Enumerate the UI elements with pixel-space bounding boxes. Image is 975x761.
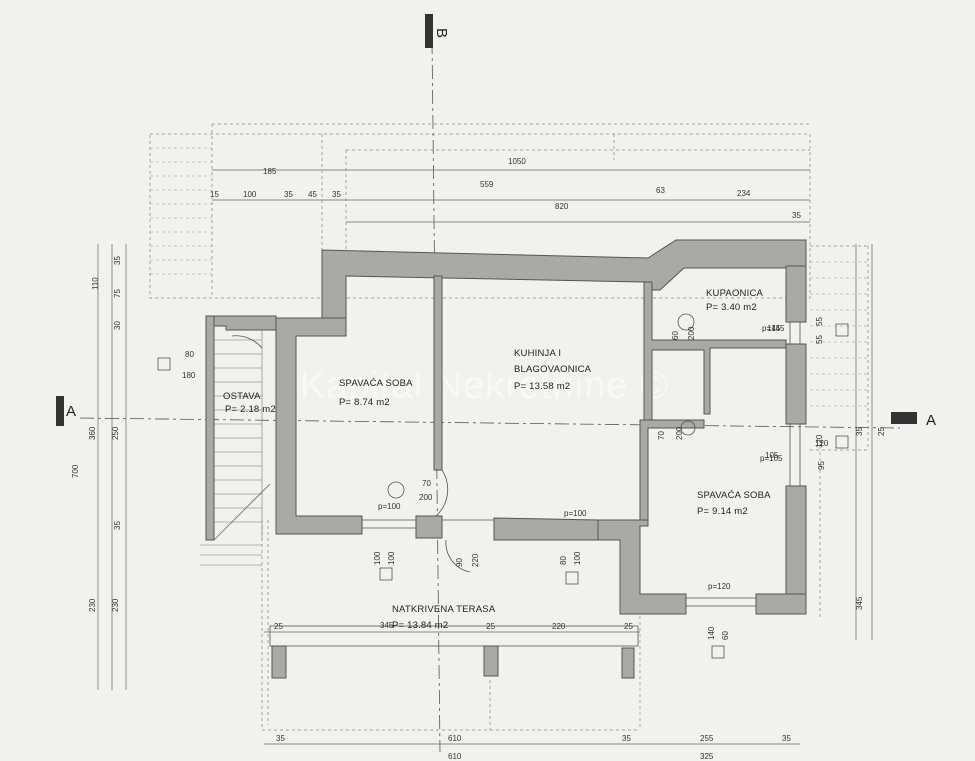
roof-outline	[149, 123, 869, 731]
bedroom1-area: P= 8.74 m2	[339, 397, 390, 408]
dim-terrace-2: 220	[552, 622, 566, 631]
dim-right-3: 120	[815, 434, 824, 448]
kuh-door-h: 200	[675, 426, 684, 440]
dim-left-6: 30	[113, 321, 122, 330]
watermark-text: Kapital Nekretnine ©	[300, 365, 669, 407]
sob1-door-h: 200	[419, 493, 433, 502]
section-line-a: A A	[56, 396, 936, 429]
sob2-bottom-win-p: p=120	[708, 582, 731, 591]
dim-left-9: 230	[111, 598, 120, 612]
kuh-win-h: 100	[573, 551, 582, 565]
dim-left-1: 360	[88, 426, 97, 440]
dim-top-r2-6: 35	[792, 211, 801, 220]
dim-top-r2-5: 820	[555, 202, 569, 211]
dim-left-8: 230	[88, 598, 97, 612]
dim-right-5: 35	[855, 427, 864, 436]
terrace-area: P= 13.84 m2	[392, 620, 448, 631]
section-b-label: B	[433, 28, 450, 38]
right-dimensions: 145 55 55 120 105 35 345 25	[765, 317, 886, 610]
dim-top-r1-2: 63	[656, 186, 665, 195]
kup-win-p: p=145	[762, 324, 785, 333]
kuh-door-w: 70	[657, 431, 666, 440]
kup-door-w: 60	[671, 331, 680, 340]
dim-terrace-1: 25	[486, 622, 495, 631]
dim-terrace-4: 345	[380, 621, 394, 630]
dim-right-7: 25	[877, 427, 886, 436]
kup-door-h: 200	[687, 326, 696, 340]
dim-bottom-r2-1: 325	[700, 752, 714, 761]
terrace-name: NATKRIVENA TERASA	[392, 604, 496, 615]
dim-bottom-r1-4: 35	[782, 734, 791, 743]
dim-left-7: 35	[113, 521, 122, 530]
dim-top-r2-4: 35	[332, 190, 341, 199]
section-a-right-label: A	[926, 412, 936, 429]
openings	[157, 313, 849, 659]
sob2-bottom-win-w: 140	[707, 626, 716, 640]
dim-bottom-r1-3: 255	[700, 734, 714, 743]
dim-top-r1-3: 234	[737, 189, 751, 198]
opening-dimensions: 80 180 70 200 p=100 60 200 70 200 p=105 …	[182, 324, 829, 640]
entry-door-h: 220	[471, 553, 480, 567]
bedroom1-name: SPAVAĆA SOBA	[339, 378, 413, 389]
dimension-lines	[97, 169, 873, 745]
entry-door-w: 90	[455, 558, 464, 567]
sob2-bottom-win-h: 60	[721, 631, 730, 640]
dim-bottom-r1-1: 610	[448, 734, 462, 743]
stairs	[200, 330, 271, 566]
dim-bottom-r1-0: 35	[276, 734, 285, 743]
dim-top-r2-3: 45	[308, 190, 317, 199]
dim-right-6: 345	[855, 596, 864, 610]
bedroom2-area: P= 9.14 m2	[697, 506, 748, 517]
kitchen-name-line1: KUHINJA I	[514, 348, 561, 359]
sob1-door-p: p=100	[378, 502, 401, 511]
dim-top-overall: 1050	[508, 157, 526, 166]
sob1-win-w: 100	[373, 551, 382, 565]
bathroom-name: KUPAONICA	[706, 288, 764, 299]
dim-top-r2-2: 35	[284, 190, 293, 199]
dim-bottom-r2-0: 610	[448, 752, 462, 761]
kitchen-name-line2: BLAGOVAONICA	[514, 364, 592, 375]
dim-top-r1-0: 185	[263, 167, 277, 176]
dim-top-r2-0: 15	[210, 190, 219, 199]
dim-right-4: 105	[765, 451, 779, 460]
kitchen-area: P= 13.58 m2	[514, 381, 570, 392]
section-a-left-label: A	[66, 403, 76, 420]
dim-top-r2-1: 100	[243, 190, 257, 199]
room-labels: OSTAVA P= 2.18 m2 SPAVAĆA SOBA P= 8.74 m…	[223, 288, 771, 631]
bathroom-area: P= 3.40 m2	[706, 302, 757, 313]
top-dimensions: 1050 185 559 63 234 15 100 35 45 35 820 …	[210, 157, 801, 220]
walls	[205, 239, 807, 679]
ostava-door-w: 80	[185, 350, 194, 359]
ostava-area: P= 2.18 m2	[225, 404, 276, 415]
sob2-side-win-p: p=105	[760, 454, 783, 463]
kuh-win-w: 80	[559, 556, 568, 565]
kuh-win-p: p=100	[564, 509, 587, 518]
ostava-name: OSTAVA	[223, 391, 261, 402]
dim-terrace-3: 25	[624, 622, 633, 631]
dim-left-4: 35	[113, 256, 122, 265]
sob1-win-h: 100	[387, 551, 396, 565]
dim-bottom-r1-2: 35	[622, 734, 631, 743]
sob2-side-win-h: 95	[817, 461, 826, 470]
dim-top-r1-1: 559	[480, 180, 494, 189]
dim-left-0: 700	[71, 464, 80, 478]
dim-left-5: 75	[113, 289, 122, 298]
ostava-door-h: 180	[182, 371, 196, 380]
sob1-door-w: 70	[422, 479, 431, 488]
dim-right-2: 55	[815, 335, 824, 344]
dim-right-1: 55	[815, 317, 824, 326]
dim-left-2: 250	[111, 426, 120, 440]
dim-right-0: 145	[767, 324, 781, 333]
dim-terrace-0: 25	[274, 622, 283, 631]
bedroom2-name: SPAVAĆA SOBA	[697, 490, 771, 501]
bottom-dimensions: 35 610 35 255 35 610 325 25 25 220 25 34…	[274, 621, 791, 761]
sob2-side-win-w: 120	[815, 439, 829, 448]
dim-left-3: 110	[91, 277, 100, 290]
left-dimensions: 700 360 250 110 35 75 30 35 230 230	[71, 256, 122, 612]
